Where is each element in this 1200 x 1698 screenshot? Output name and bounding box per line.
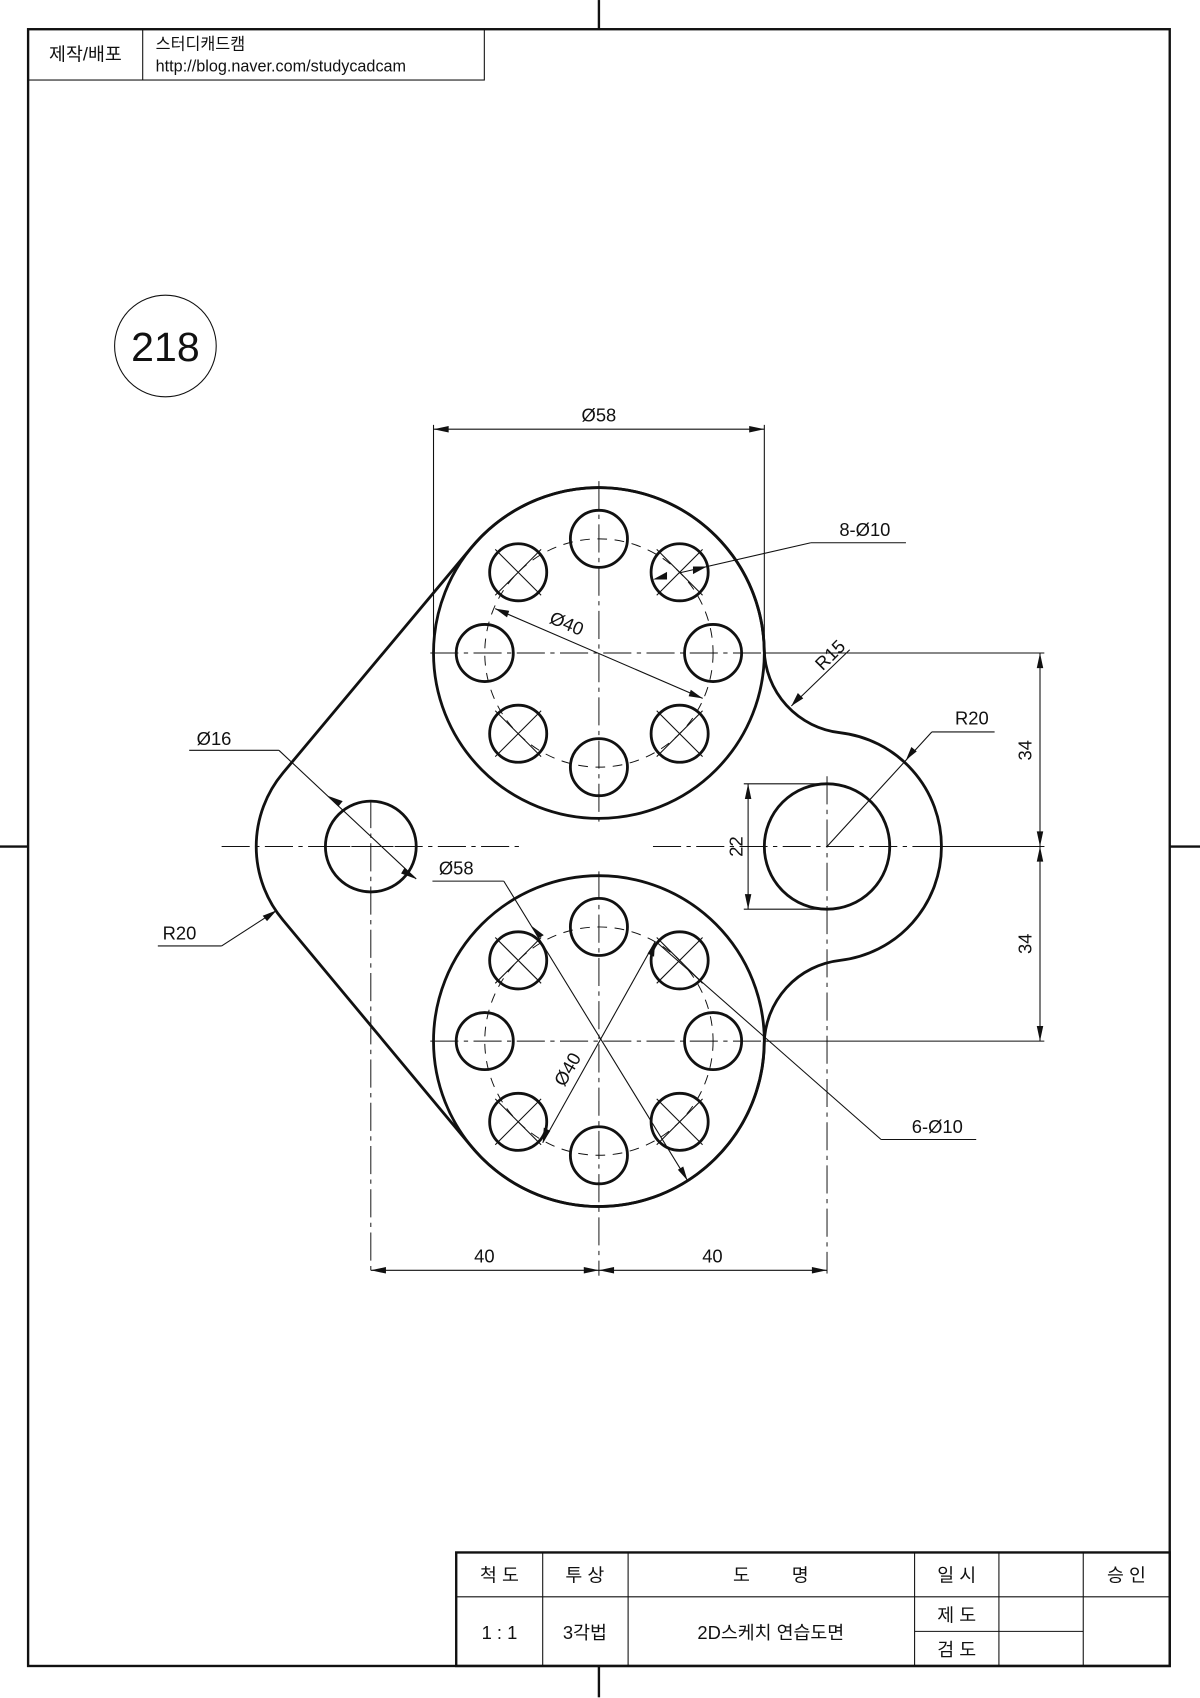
bolt-hole — [488, 1091, 549, 1152]
dim-top-diameter: Ø58 — [582, 405, 617, 426]
bolt-hole — [568, 897, 629, 957]
hole-cross-mark — [656, 548, 703, 596]
bolt-hole — [488, 930, 549, 991]
dim-lower-diameter: Ø58 — [439, 858, 474, 879]
bolt-hole — [488, 542, 549, 603]
author-box: 제작/배포 스터디캐드캠 http://blog.naver.com/study… — [27, 28, 485, 81]
bolt-holes — [454, 508, 744, 1186]
bolt-hole — [454, 623, 515, 683]
author-name: 스터디캐드캠 — [156, 36, 245, 54]
dim-horizontal-right: 40 — [702, 1246, 722, 1267]
hole-cross-mark — [656, 937, 703, 984]
dim-bolt-circle-lower: Ø40 — [550, 1049, 586, 1090]
hole-cross-mark — [494, 937, 542, 984]
dim-right-radius: R20 — [955, 707, 989, 728]
checked-label: 검 도 — [937, 1639, 976, 1660]
drawing-number-circle — [114, 294, 217, 398]
dim-holes-lower: 6-Ø10 — [912, 1116, 963, 1137]
bolt-circle — [484, 926, 714, 1156]
hole-cross-mark — [656, 710, 703, 758]
author-label: 제작/배포 — [49, 44, 122, 65]
bolt-hole — [488, 703, 549, 764]
dim-vertical-upper: 34 — [1014, 740, 1035, 760]
scale-value: 1 : 1 — [482, 1622, 518, 1643]
approval-label: 승 인 — [1107, 1565, 1146, 1586]
title-block: 척 도 투 상 도 명 일 시 승 인 1 : 1 3각법 2D스케치 연습도면… — [455, 1551, 1171, 1668]
projection-value: 3각법 — [563, 1622, 607, 1643]
dim-left-hole: Ø16 — [197, 728, 232, 749]
dim-vertical-lower: 34 — [1014, 934, 1035, 954]
bolt-hole — [649, 930, 710, 991]
dim-left-radius: R20 — [163, 922, 197, 943]
dim-horizontal-left: 40 — [474, 1246, 494, 1267]
projection-label: 투 상 — [565, 1565, 604, 1586]
dim-fillet-radius: R15 — [811, 636, 850, 675]
dim-holes-upper: 8-Ø10 — [839, 519, 890, 540]
bolt-circle — [484, 538, 714, 768]
hole-cross-mark — [656, 1098, 703, 1146]
drawing-name: 2D스케치 연습도면 — [697, 1622, 844, 1643]
bolt-hole — [568, 1125, 629, 1186]
bolt-hole — [454, 1011, 515, 1072]
dimension-lines — [157, 424, 1045, 1271]
drafted-label: 제 도 — [937, 1605, 976, 1626]
hole-cross-mark — [494, 710, 542, 758]
sheet-border — [26, 28, 1171, 1668]
hole-cross-mark — [494, 548, 542, 596]
dimension-arrows — [262, 425, 1044, 1274]
drawing-name-label: 도 명 — [733, 1565, 809, 1586]
bolt-hole — [568, 737, 629, 798]
hole-cross-mark — [494, 1098, 542, 1146]
bolt-hole — [649, 542, 710, 603]
author-url[interactable]: http://blog.naver.com/studycadcam — [156, 57, 406, 75]
bolt-hole — [568, 508, 629, 569]
bolt-hole — [649, 703, 710, 764]
date-label: 일 시 — [937, 1565, 976, 1586]
dim-slot-height: 22 — [726, 836, 747, 856]
dim-bolt-circle-upper: Ø40 — [547, 607, 587, 640]
drawing-number: 218 — [131, 324, 200, 370]
bolt-hole — [683, 1011, 744, 1072]
bolt-hole — [683, 623, 744, 683]
scale-label: 척 도 — [480, 1565, 519, 1586]
